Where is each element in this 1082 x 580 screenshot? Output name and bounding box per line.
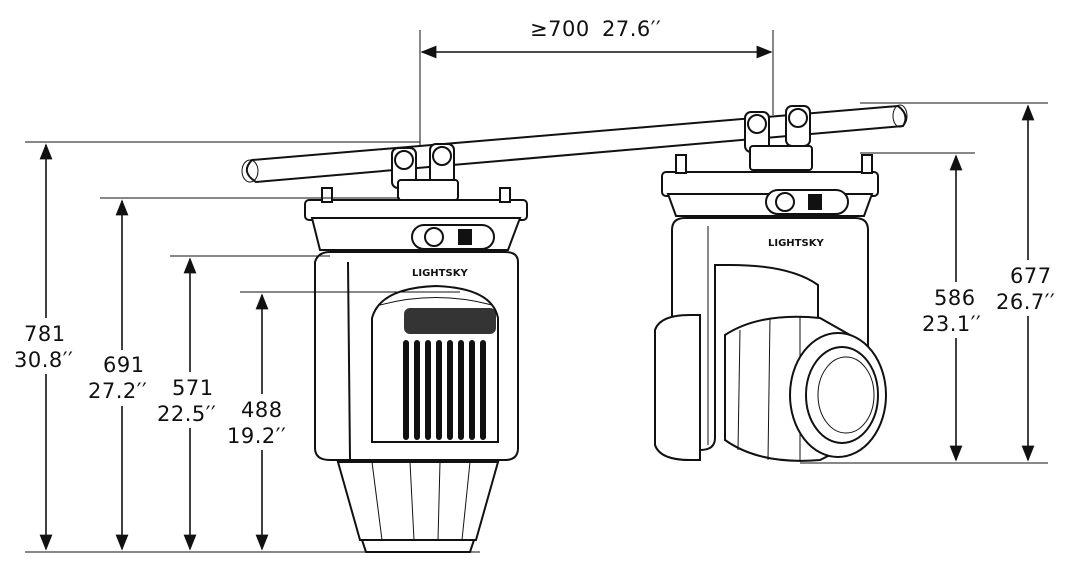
width-dimension: ≥700 27.6′′ xyxy=(419,17,774,150)
left-height-dimensions: 781 30.8′′ 691 27.2′′ 571 22.5′′ 488 19.… xyxy=(14,141,480,553)
h488-in-label: 19.2′′ xyxy=(227,424,286,448)
left-fixture: LIGHTSKY xyxy=(304,143,528,553)
width-in-label: 27.6′′ xyxy=(602,17,661,41)
left-logo: LIGHTSKY xyxy=(412,268,468,279)
right-fixture: LIGHTSKY xyxy=(654,105,887,462)
h677-mm-label: 677 xyxy=(1010,264,1052,288)
h691-mm-label: 691 xyxy=(103,353,145,377)
h488-mm-label: 488 xyxy=(241,398,283,422)
h586-mm-label: 586 xyxy=(934,286,976,310)
h677-in-label: 26.7′′ xyxy=(996,290,1055,314)
right-clamps xyxy=(744,105,813,171)
left-vent-fins xyxy=(403,308,496,440)
right-height-dimensions: 586 23.1′′ 677 26.7′′ xyxy=(800,102,1066,464)
right-logo: LIGHTSKY xyxy=(768,238,824,249)
h571-mm-label: 571 xyxy=(172,376,214,400)
h691-in-label: 27.2′′ xyxy=(88,379,147,403)
h781-mm-label: 781 xyxy=(24,322,66,346)
h781-in-label: 30.8′′ xyxy=(14,348,73,372)
h571-in-label: 22.5′′ xyxy=(157,402,216,426)
width-mm-label: ≥700 xyxy=(530,17,590,41)
h586-in-label: 23.1′′ xyxy=(922,312,981,336)
left-clamps xyxy=(391,143,459,201)
